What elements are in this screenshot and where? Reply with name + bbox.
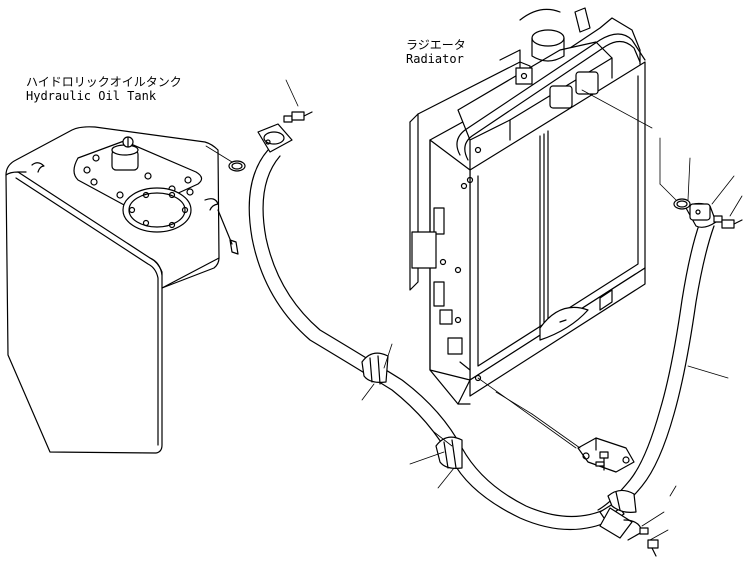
radiator — [409, 7, 646, 405]
hose — [248, 123, 625, 531]
hose-clamp — [361, 352, 389, 385]
hose-clamp — [435, 436, 463, 469]
hose-clamp — [607, 489, 637, 513]
bolt — [639, 527, 659, 557]
bracket — [577, 437, 635, 473]
bolt — [283, 111, 313, 123]
radiator-label-japanese: ラジエータ — [406, 38, 466, 52]
tank-label-japanese: ハイドロリックオイルタンク — [26, 75, 182, 89]
bolt — [713, 215, 743, 229]
tank-label-english: Hydraulic Oil Tank — [26, 89, 157, 103]
o-ring — [228, 160, 246, 172]
radiator-label-english: Radiator — [406, 52, 464, 66]
o-ring — [673, 198, 691, 210]
hose — [597, 202, 717, 541]
hydraulic-oil-tank — [5, 126, 239, 454]
leader-lines — [205, 79, 743, 541]
